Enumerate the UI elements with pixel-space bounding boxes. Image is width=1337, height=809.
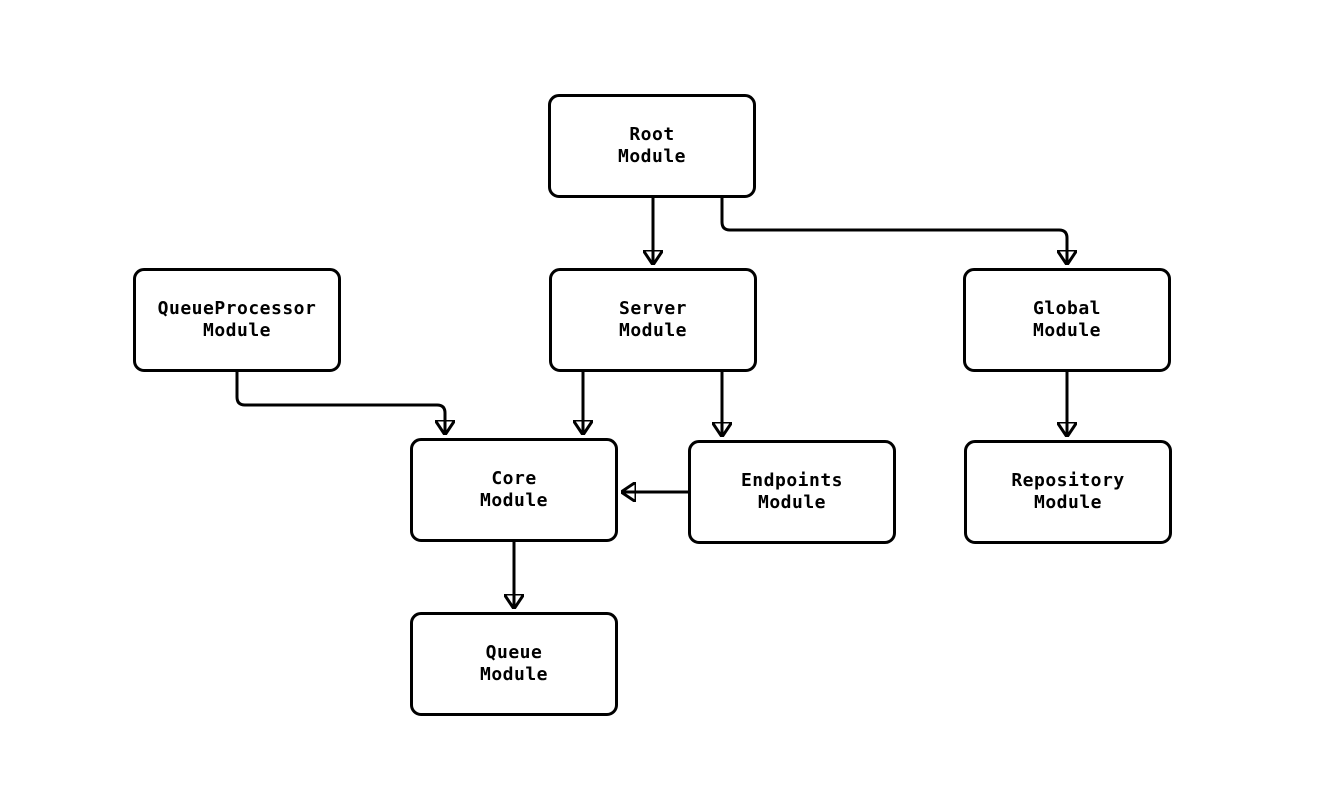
node-queue-module: Queue Module	[410, 612, 618, 716]
node-queueprocessor-label-line2: Module	[202, 320, 272, 341]
node-core-module: Core Module	[410, 438, 618, 542]
node-server-label-line2: Module	[618, 320, 688, 341]
node-core-label-line1: Core	[491, 468, 537, 489]
node-server-label-line1: Server	[618, 298, 688, 319]
node-queue-label-line1: Queue	[485, 642, 543, 663]
edge-root-to-global	[720, 198, 1067, 264]
node-repository-label-line1: Repository	[1011, 470, 1125, 491]
node-server-module: Server Module	[549, 268, 757, 372]
node-endpoints-label-line2: Module	[757, 492, 827, 513]
node-global-module: Global Module	[963, 268, 1171, 372]
node-endpoints-label-line1: Endpoints	[740, 470, 844, 491]
node-root-label-line2: Module	[617, 146, 687, 167]
node-queue-label-line2: Module	[479, 664, 549, 685]
node-global-label-line2: Module	[1032, 320, 1102, 341]
node-queueprocessor-label-line1: QueueProcessor	[157, 298, 317, 319]
node-repository-module: Repository Module	[964, 440, 1172, 544]
edge-queueprocessor-to-core	[235, 372, 445, 434]
node-root-label-line1: Root	[629, 124, 675, 145]
node-queueprocessor-module: QueueProcessor Module	[133, 268, 341, 372]
node-root-module: Root Module	[548, 94, 756, 198]
node-global-label-line1: Global	[1032, 298, 1102, 319]
node-core-label-line2: Module	[479, 490, 549, 511]
node-endpoints-module: Endpoints Module	[688, 440, 896, 544]
node-repository-label-line2: Module	[1033, 492, 1103, 513]
